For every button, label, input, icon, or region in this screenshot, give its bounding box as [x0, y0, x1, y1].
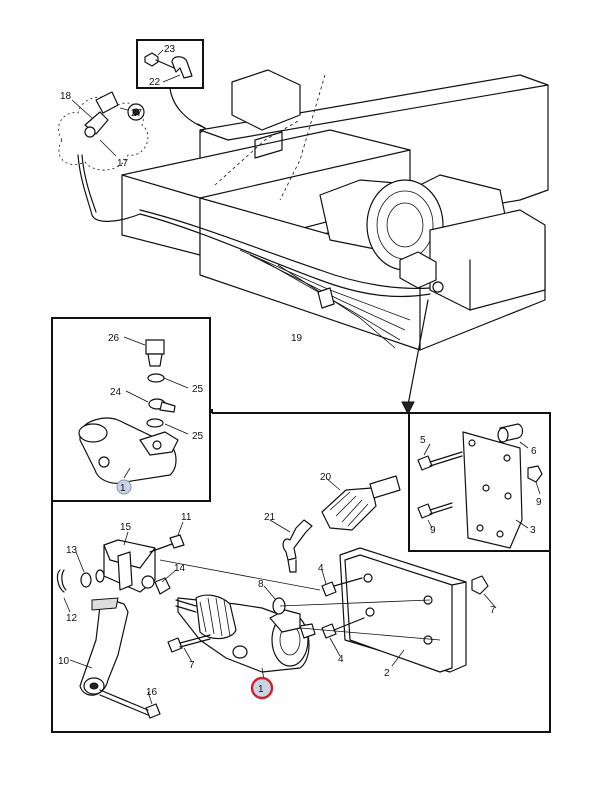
callout-labels: 23 22 18 27 17 19 26 25 24 25 1 5 6 9 9 …: [58, 44, 542, 698]
callout-19: 19: [291, 333, 303, 344]
callout-24: 24: [110, 387, 122, 398]
callout-9b: 9: [536, 497, 542, 508]
item-1-marker-inset[interactable]: [116, 479, 132, 495]
callout-23: 23: [164, 44, 176, 55]
callout-2: 2: [384, 668, 390, 679]
callout-3: 3: [530, 525, 536, 536]
callout-7a: 7: [189, 660, 195, 671]
inset-box-mounting-plate: [408, 412, 551, 552]
cloud-detail-cable-end: [58, 91, 149, 222]
callout-11: 11: [181, 512, 192, 523]
callout-13: 13: [66, 545, 78, 556]
callout-22: 22: [149, 77, 161, 88]
callout-25a: 25: [192, 384, 204, 395]
callout-1a: 1: [120, 483, 126, 494]
callout-20: 20: [320, 472, 332, 483]
callout-7b: 7: [490, 605, 496, 616]
callout-10: 10: [58, 656, 70, 667]
callout-4a: 4: [318, 563, 324, 574]
callout-6: 6: [531, 446, 537, 457]
callout-9a: 9: [430, 525, 436, 536]
main-assembly: [56, 475, 497, 719]
inset-box-cylinder-fitting: [51, 317, 211, 502]
callout-25b: 25: [192, 431, 204, 442]
item-1-highlight-ring[interactable]: [250, 676, 274, 700]
callout-4b: 4: [338, 654, 344, 665]
callout-27: 27: [131, 108, 143, 119]
callout-15: 15: [120, 522, 132, 533]
callout-26: 26: [108, 333, 120, 344]
detail-box-clamp: [136, 39, 206, 134]
vehicle-frame: [121, 69, 549, 351]
callout-5: 5: [420, 435, 426, 446]
callout-18: 18: [60, 91, 72, 102]
callout-16: 16: [146, 687, 158, 698]
callout-17: 17: [117, 158, 129, 169]
pointer-arrow: [401, 299, 429, 416]
callout-8: 8: [258, 579, 264, 590]
callout-12: 12: [66, 613, 78, 624]
callout-14: 14: [174, 563, 186, 574]
callout-1b: 1: [258, 684, 264, 695]
callout-21: 21: [264, 512, 276, 523]
